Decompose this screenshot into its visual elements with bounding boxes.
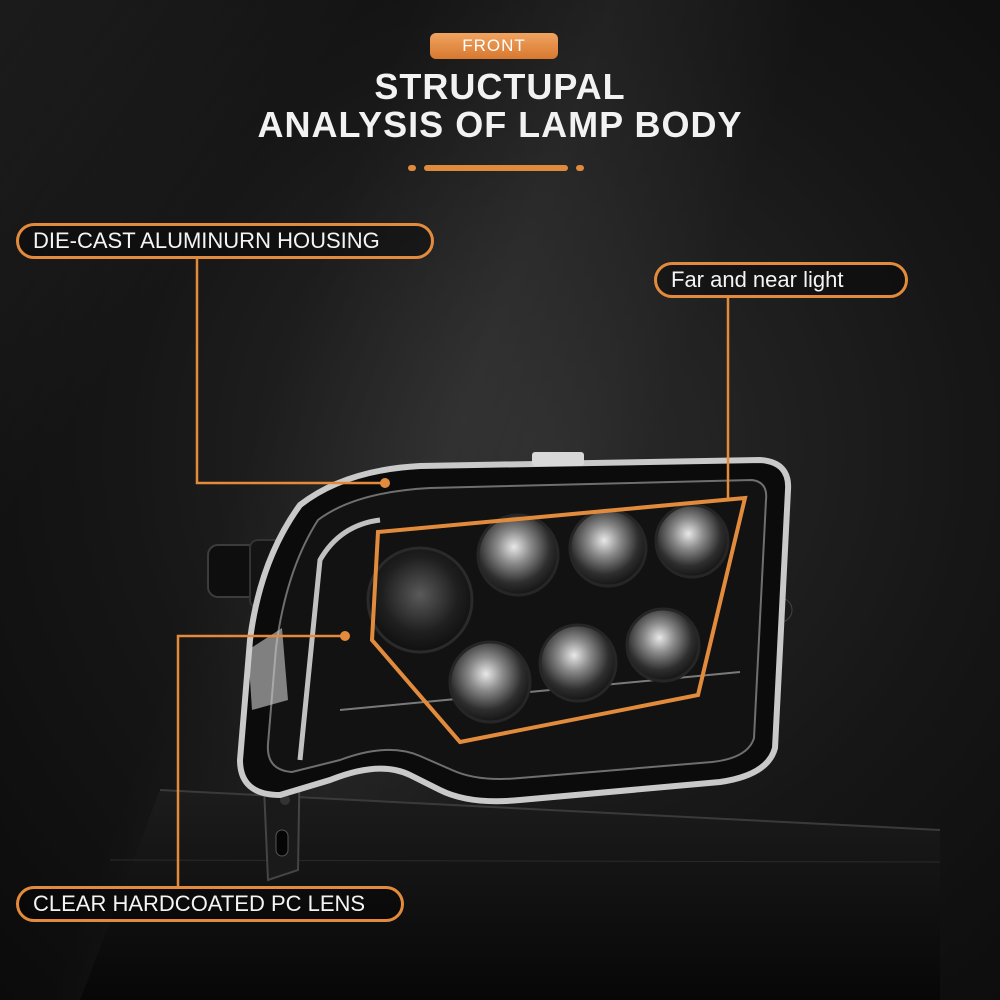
title-line-1: STRUCTUPAL [374,66,626,107]
far-near-highlight [369,495,748,745]
far-near-light-callout: Far and near light [654,262,908,298]
housing-callout: DIE-CAST ALUMINURN HOUSING [16,223,434,259]
divider-dot-left [408,165,416,171]
front-badge: FRONT [430,33,558,59]
callout-lines [176,258,730,888]
lens-callout: CLEAR HARDCOATED PC LENS [16,886,404,922]
lamp-housing [236,452,792,805]
led-row-bottom [448,607,701,724]
housing-pointer-dot [380,478,390,488]
title-line-2: ANALYSIS OF LAMP BODY [257,104,743,145]
lens-pointer-dot [340,631,350,641]
divider-dot-right [576,165,584,171]
header: FRONT STRUCTUPAL ANALYSIS OF LAMP BODY [0,0,1000,190]
led-row-top [476,503,730,597]
projector-lens [366,546,474,654]
divider-bar [424,165,568,171]
